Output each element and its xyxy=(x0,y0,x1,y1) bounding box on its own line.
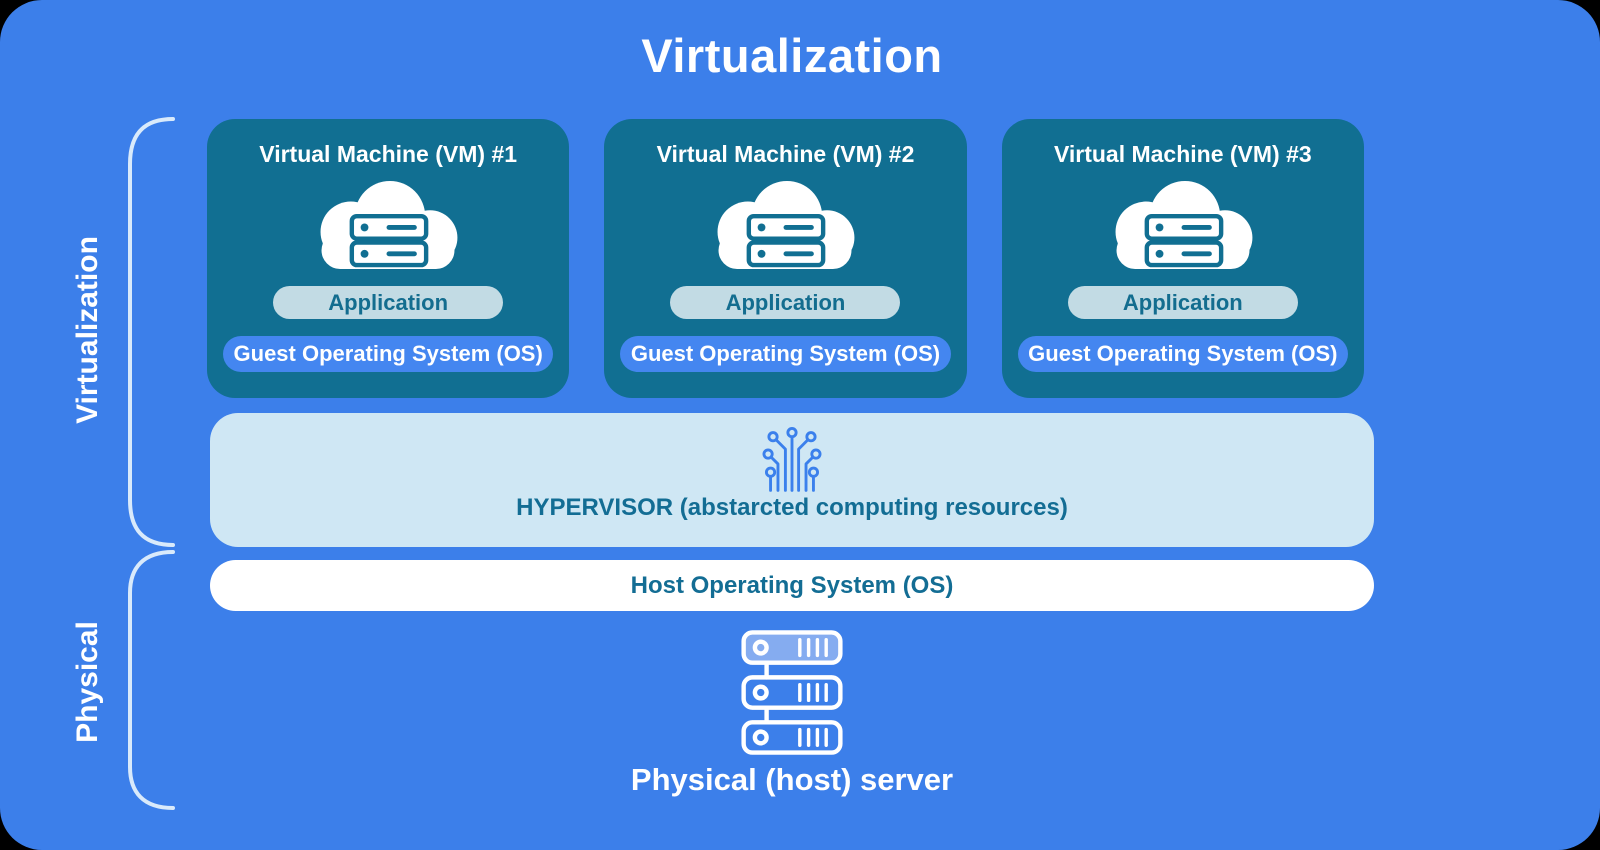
application-pill: Application xyxy=(1067,286,1298,319)
vm-row: Virtual Machine (VM) #1 Application xyxy=(207,119,1364,398)
cloud-server-icon xyxy=(718,180,855,269)
virtualization-bracket xyxy=(128,117,175,547)
page-title: Virtualization xyxy=(641,29,943,82)
application-pill: Application xyxy=(273,286,504,319)
virtualization-section-label: Virtualization xyxy=(71,236,104,424)
guest-os-pill: Guest Operating System (OS) xyxy=(223,336,554,372)
hypervisor-label: HYPERVISOR (abstarcted computing resourc… xyxy=(516,494,1068,521)
vm-card-1: Virtual Machine (VM) #1 Application xyxy=(207,119,570,398)
vm-title: Virtual Machine (VM) #1 xyxy=(259,141,518,167)
circuit-icon xyxy=(762,427,822,492)
physical-section-label: Physical xyxy=(71,621,104,743)
guest-os-pill: Guest Operating System (OS) xyxy=(1017,336,1348,372)
cloud-server-icon xyxy=(1115,180,1253,269)
server-rack-icon xyxy=(741,630,843,755)
vm-title: Virtual Machine (VM) #3 xyxy=(1053,141,1312,167)
vm-card-2: Virtual Machine (VM) #2 Application xyxy=(604,119,967,398)
guest-os-pill: Guest Operating System (OS) xyxy=(620,336,951,372)
cloud-server-icon xyxy=(320,180,458,269)
application-pill: Application xyxy=(670,286,901,319)
hypervisor-bar: HYPERVISOR (abstarcted computing resourc… xyxy=(210,413,1374,547)
vm-card-3: Virtual Machine (VM) #3 Application xyxy=(1001,119,1364,398)
vm-title: Virtual Machine (VM) #2 xyxy=(656,141,915,167)
physical-server-label: Physical (host) server xyxy=(630,762,954,797)
host-os-bar: Host Operating System (OS) xyxy=(210,560,1374,611)
physical-bracket xyxy=(128,550,175,810)
